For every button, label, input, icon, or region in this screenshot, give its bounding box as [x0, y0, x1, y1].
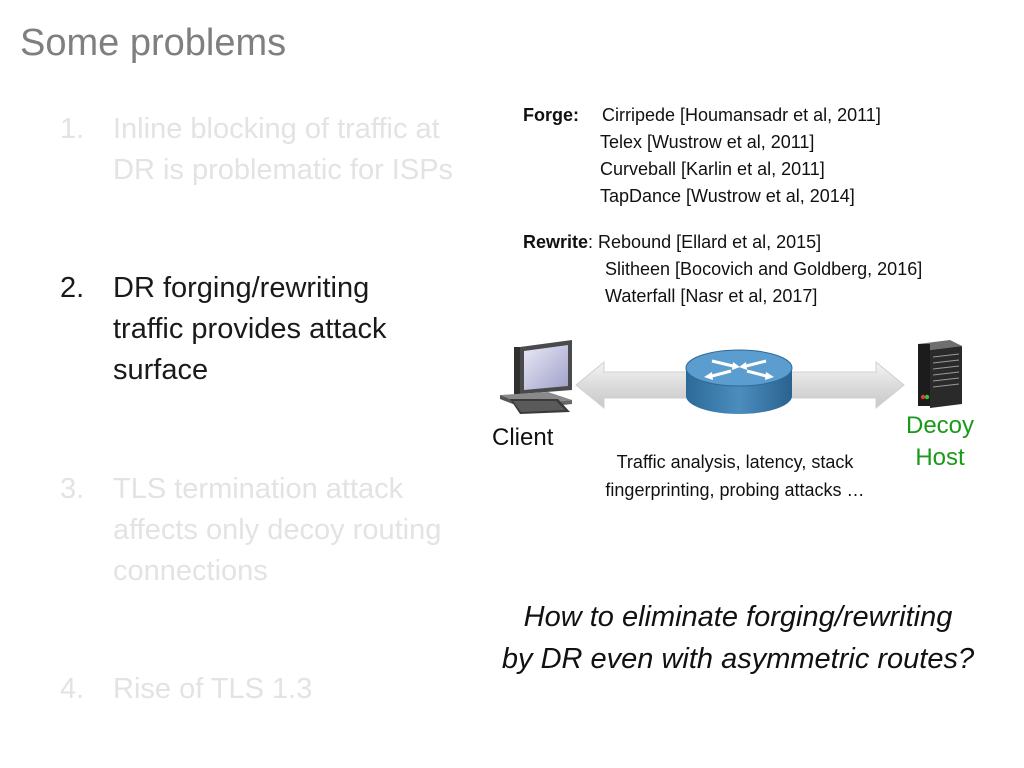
server-icon [918, 340, 962, 408]
computer-icon [500, 340, 572, 414]
rewrite-ref: Waterfall [Nasr et al, 2017] [605, 286, 818, 306]
decoy-label-line: Decoy [905, 412, 975, 439]
problem-text-line: affects only decoy routing [113, 514, 442, 546]
problem-text-line: surface [113, 354, 209, 386]
forge-ref: Telex [Wustrow et al, 2011] [600, 132, 815, 152]
rewrite-ref: Slitheen [Bocovich and Goldberg, 2016] [605, 259, 923, 279]
question-line: How to eliminate forging/rewriting [523, 601, 953, 633]
problem-number: 1. [60, 113, 85, 145]
problem-number: 3. [60, 473, 85, 505]
research-question: How to eliminate forging/rewriting by DR… [478, 596, 998, 680]
forge-heading: Forge: [523, 105, 579, 125]
client-label: Client [492, 424, 554, 451]
attack-caption: Traffic analysis, latency, stack fingerp… [565, 448, 905, 504]
decoy-host-label: Decoy Host [904, 412, 976, 472]
caption-line: Traffic analysis, latency, stack [616, 452, 854, 472]
question-line: by DR even with asymmetric routes? [501, 643, 975, 675]
forge-ref: TapDance [Wustrow et al, 2014] [600, 186, 855, 206]
problem-text-line: DR forging/rewriting [113, 272, 370, 304]
problem-text-line: DR is problematic for ISPs [113, 154, 454, 186]
problem-number: 2. [60, 272, 85, 304]
rewrite-ref: : Rebound [Ellard et al, 2015] [588, 232, 822, 252]
slide-title: Some problems [20, 22, 287, 64]
problem-text-line: Inline blocking of traffic at [113, 113, 440, 145]
router-icon [685, 349, 793, 414]
rewrite-heading: Rewrite [523, 232, 589, 252]
forge-ref: Curveball [Karlin et al, 2011] [600, 159, 825, 179]
problem-text-line: TLS termination attack [113, 473, 404, 505]
problem-text-line: connections [113, 555, 268, 587]
problem-text-line: Rise of TLS 1.3 [113, 673, 313, 705]
forge-ref: Cirripede [Houmansadr et al, 2011] [602, 105, 881, 125]
problem-number: 4. [60, 673, 85, 705]
decoy-label-line: Host [915, 444, 965, 471]
caption-line: fingerprinting, probing attacks … [605, 480, 865, 500]
problem-text-line: traffic provides attack [113, 313, 387, 345]
